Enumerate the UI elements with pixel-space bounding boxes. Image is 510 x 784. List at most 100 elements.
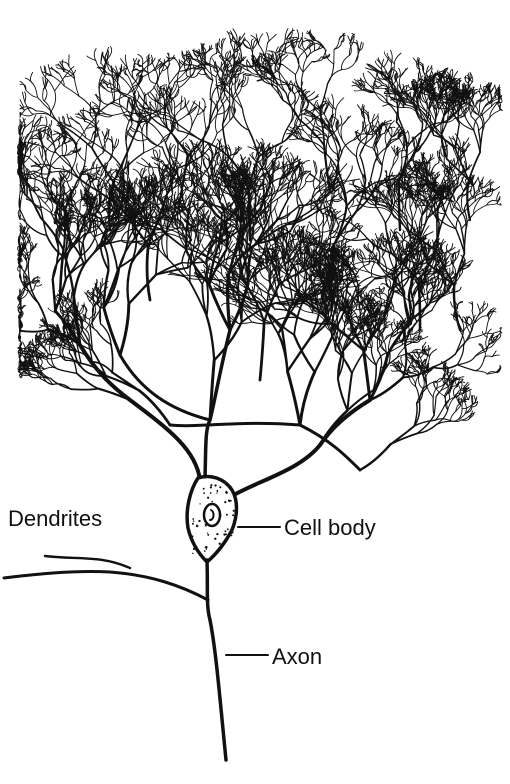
dendrite-branch: [298, 181, 306, 191]
dendrite-branch: [475, 360, 484, 370]
dendrite-branch: [42, 166, 55, 169]
dendrite-branch: [294, 335, 315, 372]
dendrite-branch: [90, 227, 98, 229]
dendrite-branch: [110, 243, 117, 271]
dendrite-branch: [392, 370, 400, 371]
dendrite-branch: [457, 365, 475, 371]
dendrite-branch: [45, 203, 52, 213]
dendrite-branch: [75, 222, 78, 231]
dendrite-branch: [192, 230, 197, 253]
dendrite-branch: [360, 444, 391, 470]
dendrite-branch: [475, 371, 488, 375]
dendrite-branch: [282, 329, 287, 371]
dendrite-branch: [154, 126, 165, 142]
dendrite-branch: [288, 371, 301, 425]
dendrite-branch: [345, 166, 352, 182]
dendrite-branch: [466, 391, 469, 400]
dendrite-branch: [142, 133, 144, 153]
dendrite-branch: [86, 319, 90, 330]
dendrite-branch: [469, 390, 471, 399]
dendrite-branch: [147, 245, 150, 300]
dendrite-branch: [41, 331, 43, 338]
dendrite-branch: [129, 275, 156, 304]
dendrite-branch: [345, 169, 352, 182]
dendrite-branch: [347, 373, 352, 410]
dendrite-branch: [111, 345, 113, 373]
dendrite-branch: [275, 207, 278, 220]
dendrite-branch: [419, 378, 423, 388]
dendrite-branch: [376, 288, 382, 293]
dendrite-branch: [465, 402, 467, 413]
dendrite-branch: [408, 131, 410, 144]
dendrite-branch: [360, 141, 373, 148]
dendrite-branch: [389, 279, 391, 287]
dendrite-branch: [459, 383, 461, 390]
dendrite-branch: [455, 338, 469, 354]
dendrite-branch: [39, 147, 42, 158]
dendrite-branch: [472, 302, 473, 311]
dendrite-branch: [113, 290, 118, 301]
dendrite-branch: [234, 147, 240, 155]
dendrite-branch: [484, 356, 493, 360]
dendrite-branch: [342, 116, 351, 125]
dendrite-branch: [97, 331, 111, 345]
dendrite-branch: [43, 207, 52, 213]
dendrite-branch: [203, 159, 207, 170]
dendrite-branch: [142, 158, 151, 167]
dendrite-branch: [71, 389, 98, 390]
dendrite-branch: [53, 279, 56, 311]
dendrite-branch: [207, 316, 215, 360]
dendrite-branch: [364, 261, 378, 264]
dendrite-branch: [500, 327, 501, 331]
dendrite-branch: [412, 324, 414, 334]
dendrite-branch: [343, 141, 357, 157]
dendrite-branch: [83, 314, 84, 321]
dendrite-branch: [450, 411, 455, 420]
dendrite-branch: [86, 310, 90, 319]
dendrite-branch: [147, 137, 162, 147]
dendrite-branch: [120, 304, 129, 355]
dendrite-branch: [190, 282, 207, 316]
dendrite-branch: [417, 388, 427, 403]
dendrite-branch: [230, 106, 231, 120]
dendrite-branch: [224, 196, 228, 209]
dendrite-branch: [391, 322, 393, 331]
dendrite-branch: [377, 297, 387, 301]
dendrite-branch: [128, 264, 131, 304]
dendrite-branch: [144, 143, 161, 153]
dendrite-branch: [174, 146, 176, 158]
dendrite-branch: [315, 337, 332, 372]
dendrite-branch: [354, 262, 363, 265]
dendrite-branch: [46, 354, 61, 357]
dendrite-branch: [175, 101, 184, 108]
dendrite-branch: [84, 246, 102, 265]
dendrite-branch: [300, 372, 315, 425]
dendrite-branch: [385, 319, 386, 327]
dendrite-branch: [455, 333, 463, 354]
dendrite-branch: [338, 378, 348, 410]
dendrite-branch: [434, 397, 436, 415]
dendrite-branch: [64, 142, 66, 157]
dendrite-branch: [409, 367, 414, 371]
dendrite-branch: [30, 281, 39, 303]
dendrite-branch: [204, 112, 206, 130]
dendrite-branch: [486, 320, 489, 333]
dendrite-branch: [35, 285, 42, 287]
dendrite-branch: [53, 257, 58, 279]
dendrite-branch: [316, 210, 319, 227]
dendrite-branch: [430, 349, 437, 357]
dendrite-branch: [134, 138, 148, 141]
dendrite-branch: [260, 322, 264, 380]
dendrite-branch: [167, 237, 168, 259]
dendrite-branch: [200, 226, 201, 241]
dendrite-branch: [197, 102, 199, 115]
dendrite-branch: [196, 257, 206, 266]
dendrite-branch: [482, 331, 487, 337]
dendrite-branch: [449, 268, 450, 274]
dendrite-branch: [33, 168, 42, 172]
dendrite-branch: [133, 169, 141, 178]
dendritic-tree: [18, 29, 503, 470]
dendrite-branch: [207, 283, 208, 317]
